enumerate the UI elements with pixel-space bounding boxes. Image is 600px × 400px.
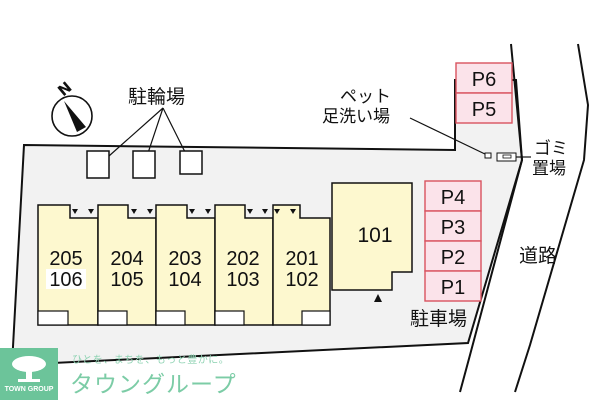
svg-text:P1: P1 [441, 277, 465, 299]
tree-icon [12, 356, 46, 382]
garbage-label-2: 置場 [532, 159, 566, 179]
brand-logo: TOWN GROUP ひとを、まちを、もっと豊かに。 タウングループ [0, 348, 245, 400]
parking-space-p5[interactable] [455, 92, 513, 124]
svg-text:P6: P6 [472, 69, 496, 91]
svg-text:201: 201 [285, 248, 318, 270]
bicycle-stand-1 [86, 150, 110, 179]
svg-text:102: 102 [285, 269, 318, 291]
svg-text:106: 106 [49, 269, 82, 291]
entrance-markers [72, 209, 296, 214]
bicycle-stand-2 [132, 150, 156, 179]
brand-logo-box: TOWN GROUP [0, 348, 58, 400]
svg-text:204: 204 [110, 248, 143, 270]
svg-text:P5: P5 [472, 99, 496, 121]
road-edge-left [459, 43, 524, 393]
parking-space-p1[interactable] [424, 270, 482, 302]
unit-201-102[interactable]: 201 102 [272, 204, 331, 326]
unit-202-103[interactable]: 202 103 [214, 204, 274, 326]
bicycle-parking-label: 駐輪場 [128, 86, 185, 108]
bicycle-stand-3 [179, 150, 203, 175]
svg-text:203: 203 [168, 248, 201, 270]
svg-text:202: 202 [226, 248, 259, 270]
unit-204-105[interactable]: 204 105 [97, 204, 157, 326]
brand-tagline: ひとを、まちを、もっと豊かに。 [72, 355, 230, 366]
pet-foot-wash-box [484, 152, 492, 159]
svg-text:P2: P2 [441, 247, 465, 269]
unit-203-104[interactable]: 203 104 [155, 204, 216, 326]
parking-space-p2[interactable] [424, 240, 482, 272]
brand-name: タウングループ [70, 372, 237, 398]
parking-group-right: P4 P3 P2 P1 [424, 180, 482, 302]
car-parking-label: 駐車場 [410, 308, 467, 330]
svg-text:P3: P3 [441, 217, 465, 239]
svg-text:101: 101 [357, 224, 392, 247]
svg-text:105: 105 [110, 269, 143, 291]
north-compass-icon: N [51, 78, 93, 137]
svg-text:104: 104 [168, 269, 201, 291]
svg-text:103: 103 [226, 269, 259, 291]
svg-text:205: 205 [49, 248, 82, 270]
road-edge-right [514, 43, 590, 393]
svg-text:P4: P4 [441, 187, 465, 209]
pet-foot-wash-label-2: 足洗い場 [322, 107, 390, 127]
entrance-marker-101 [374, 294, 382, 302]
unit-101[interactable]: 101 [331, 182, 413, 302]
pet-foot-wash-label-1: ペット [340, 87, 391, 107]
parking-space-p3[interactable] [424, 210, 482, 242]
garbage-label-1: ゴミ [534, 138, 568, 159]
road-label: 道路 [519, 245, 557, 267]
parking-group-top: P6 P5 [455, 62, 513, 124]
brand-english-name: TOWN GROUP [4, 386, 54, 393]
unit-205-106[interactable]: 205 106 [37, 204, 99, 326]
